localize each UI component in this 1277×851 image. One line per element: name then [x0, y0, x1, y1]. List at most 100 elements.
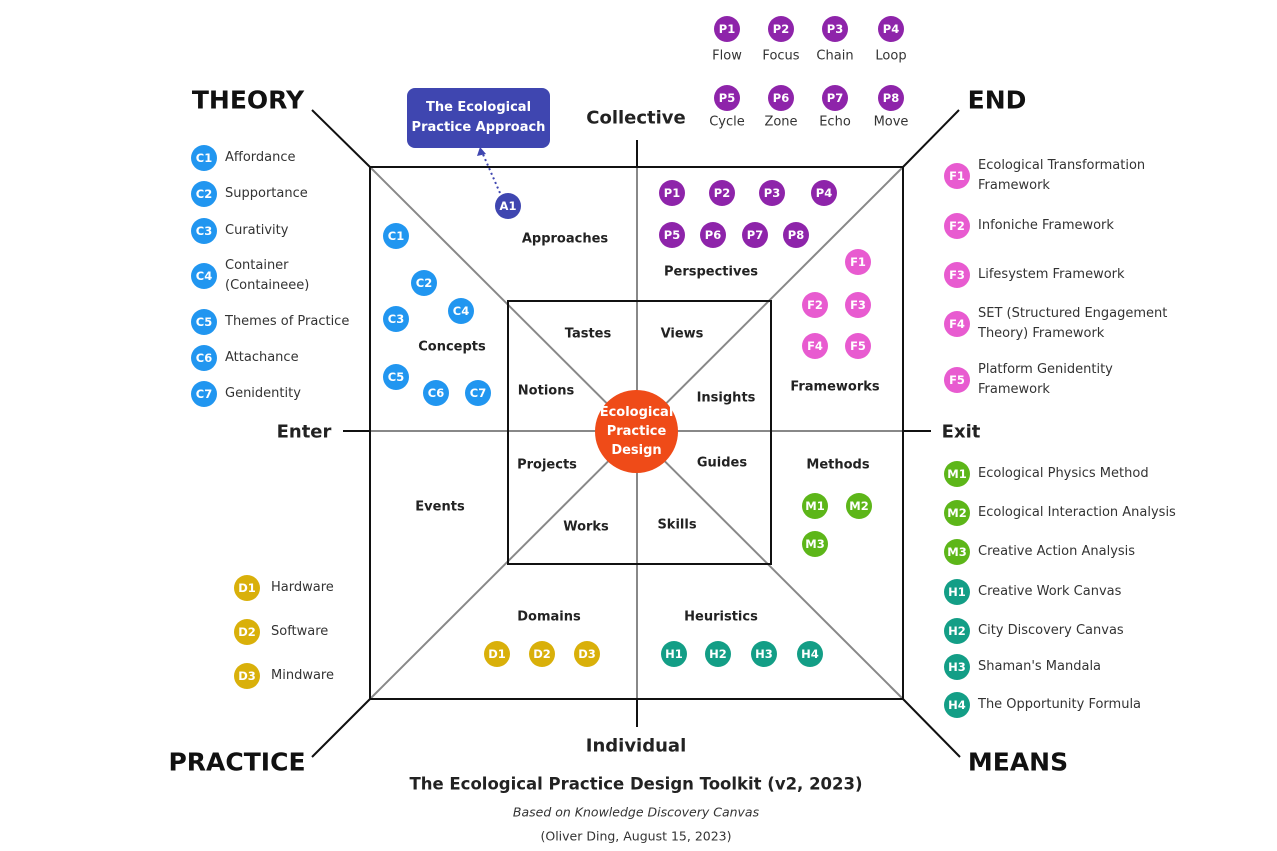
- diagram-badge-frameworks: F5: [845, 333, 871, 359]
- method-legend-label: Creative Action Analysis: [978, 544, 1136, 559]
- framework-legend-badge: F1: [944, 163, 970, 189]
- method-legend-badge: M3: [944, 539, 970, 565]
- axis-enter: Enter: [276, 421, 332, 443]
- framework-legend-badge: F5: [944, 367, 970, 393]
- heuristic-legend-label: City Discovery Canvas: [978, 623, 1124, 638]
- inner-views: Views: [660, 326, 704, 342]
- section-methods: Methods: [806, 457, 870, 473]
- section-approaches: Approaches: [521, 231, 609, 247]
- diagram-badge-concepts: C5: [383, 364, 409, 390]
- inner-insights: Insights: [696, 390, 756, 406]
- perspective-legend-badge: P5: [714, 85, 740, 111]
- domain-legend-badge: D2: [234, 619, 260, 645]
- diagram-badge-heuristics: H2: [705, 641, 731, 667]
- axis-individual: Individual: [585, 735, 687, 757]
- heuristic-legend-label: Shaman's Mandala: [978, 659, 1102, 674]
- concept-legend-badge: C3: [191, 218, 217, 244]
- diagram-badge-methods: M3: [802, 531, 828, 557]
- diagram-badge-heuristics: H1: [661, 641, 687, 667]
- diagram-badge-concepts: C3: [383, 306, 409, 332]
- perspective-legend-badge: P8: [878, 85, 904, 111]
- diagram-badge-methods: M1: [802, 493, 828, 519]
- diagram-badge-concepts: C2: [411, 270, 437, 296]
- diagram-badge-perspectives: P5: [659, 222, 685, 248]
- concept-legend-label: Container (Containeee): [225, 258, 310, 293]
- diagram-badge-frameworks: F1: [845, 249, 871, 275]
- inner-guides: Guides: [696, 455, 748, 471]
- domain-legend-badge: D3: [234, 663, 260, 689]
- toolkit-title: The Ecological Practice Design Toolkit (…: [409, 774, 863, 794]
- diagram-badge-frameworks: F3: [845, 292, 871, 318]
- diagram-badge-domains: D1: [484, 641, 510, 667]
- diagram-badge-perspectives: P6: [700, 222, 726, 248]
- concept-legend-badge: C7: [191, 381, 217, 407]
- method-legend-label: Ecological Interaction Analysis: [978, 505, 1176, 520]
- perspective-legend-label: Move: [873, 114, 909, 130]
- perspective-legend-label: Loop: [875, 48, 907, 64]
- perspective-legend-label: Cycle: [709, 114, 745, 130]
- diagram-badge-concepts: C4: [448, 298, 474, 324]
- concept-legend-badge: C4: [191, 263, 217, 289]
- diagram-badge-perspectives: P3: [759, 180, 785, 206]
- perspective-legend-badge: P7: [822, 85, 848, 111]
- heuristic-legend-badge: H3: [944, 654, 970, 680]
- perspective-legend-label: Flow: [712, 48, 742, 64]
- inner-skills: Skills: [657, 517, 697, 533]
- concept-legend-badge: C5: [191, 309, 217, 335]
- method-legend-badge: M1: [944, 461, 970, 487]
- diagram-badge-concepts: C6: [423, 380, 449, 406]
- corner-line-theory: [311, 109, 371, 168]
- concept-legend-label: Curativity: [225, 223, 289, 238]
- diagram-badge-frameworks: F2: [802, 292, 828, 318]
- framework-legend-label: Infoniche Framework: [978, 218, 1114, 233]
- method-legend-badge: M2: [944, 500, 970, 526]
- concept-legend-label: Themes of Practice: [225, 314, 350, 329]
- heuristic-legend-badge: H2: [944, 618, 970, 644]
- method-legend-label: Ecological Physics Method: [978, 466, 1149, 481]
- corner-line-end: [902, 109, 960, 168]
- corner-line-means: [902, 698, 961, 758]
- perspective-legend-badge: P4: [878, 16, 904, 42]
- perspective-legend-label: Chain: [816, 48, 854, 64]
- axis-collective: Collective: [586, 107, 686, 129]
- section-domains: Domains: [517, 609, 581, 625]
- dotted-arrow: [481, 151, 501, 194]
- diagram-badge-perspectives: P2: [709, 180, 735, 206]
- section-concepts: Concepts: [418, 339, 486, 355]
- concept-legend-label: Genidentity: [225, 386, 301, 401]
- diagram-badge-approach: A1: [495, 193, 521, 219]
- inner-projects: Projects: [517, 457, 577, 473]
- diagram-badge-domains: D3: [574, 641, 600, 667]
- concept-legend-label: Attachance: [225, 350, 299, 365]
- corner-end: END: [967, 85, 1027, 115]
- diagram-badge-heuristics: H4: [797, 641, 823, 667]
- toolkit-credit: (Oliver Ding, August 15, 2023): [540, 828, 732, 844]
- framework-legend-label: Lifesystem Framework: [978, 267, 1125, 282]
- perspective-legend-label: Focus: [762, 48, 800, 64]
- corner-line-practice: [311, 698, 371, 758]
- heuristic-legend-badge: H1: [944, 579, 970, 605]
- arrow-head-icon: [477, 147, 486, 156]
- heuristic-legend-label: The Opportunity Formula: [978, 697, 1142, 712]
- framework-legend-badge: F4: [944, 311, 970, 337]
- perspective-legend-badge: P1: [714, 16, 740, 42]
- diagram-badge-perspectives: P7: [742, 222, 768, 248]
- outer-square: [369, 166, 904, 700]
- center-circle: Ecological Practice Design: [595, 390, 678, 473]
- diagram-badge-methods: M2: [846, 493, 872, 519]
- framework-legend-badge: F3: [944, 262, 970, 288]
- inner-works: Works: [563, 519, 609, 535]
- toolkit-subtitle: Based on Knowledge Discovery Canvas: [512, 804, 760, 820]
- diagram-badge-heuristics: H3: [751, 641, 777, 667]
- corner-theory: THEORY: [191, 85, 305, 115]
- section-events: Events: [415, 499, 465, 515]
- domain-legend-label: Hardware: [271, 580, 334, 595]
- diagram-badge-perspectives: P4: [811, 180, 837, 206]
- corner-practice: PRACTICE: [168, 747, 306, 777]
- concept-legend-badge: C6: [191, 345, 217, 371]
- diagram-badge-concepts: C1: [383, 223, 409, 249]
- perspective-legend-label: Echo: [819, 114, 851, 130]
- approach-box: The Ecological Practice Approach: [407, 88, 550, 148]
- domain-legend-label: Mindware: [271, 668, 334, 683]
